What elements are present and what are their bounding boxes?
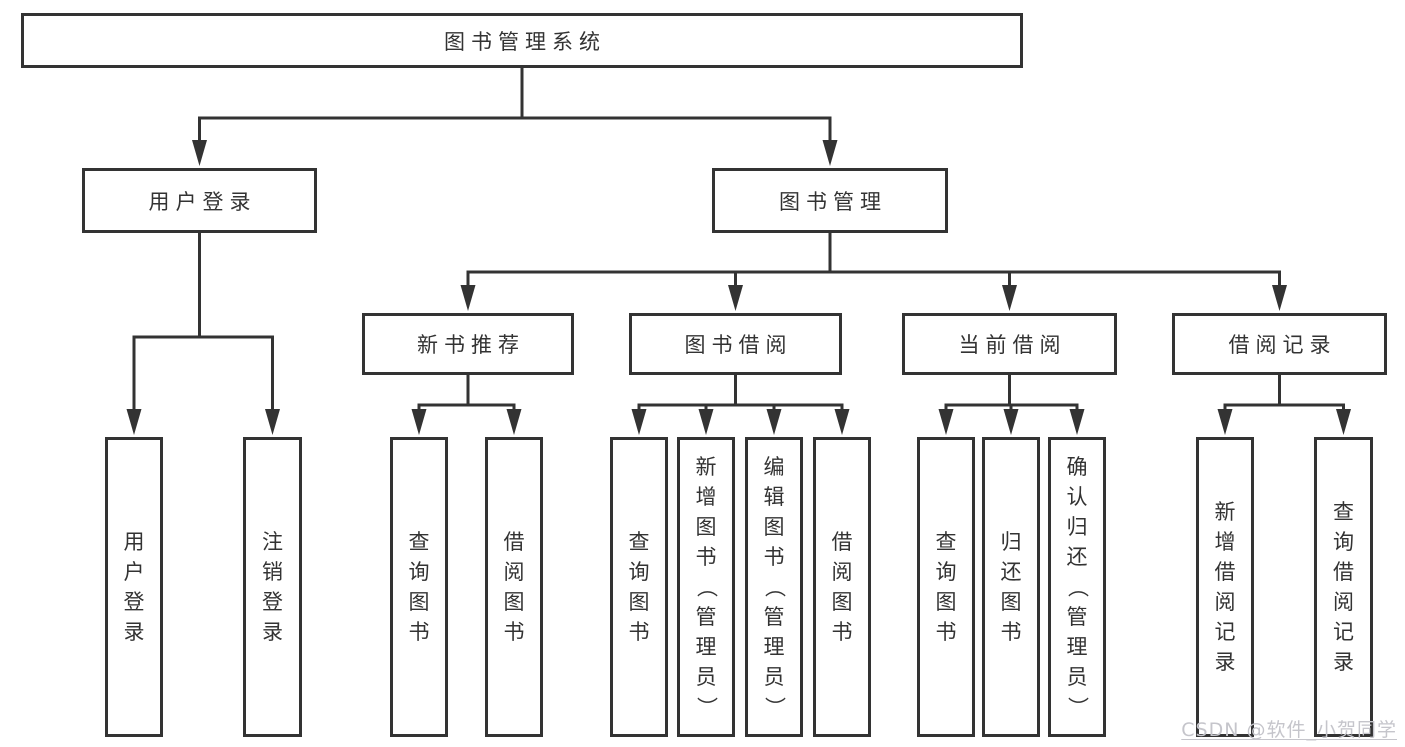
arrowhead-icon [938,409,954,435]
arrowhead-icon [1003,409,1019,435]
node-current-borrow: 当前借阅 [902,313,1117,375]
node-label-current-borrow: 当前借阅 [958,333,1067,357]
node-nb-search: 查询图书 [390,437,448,737]
node-label-bb-search: 查询图书 [628,530,650,644]
node-label-login: 用户登录 [123,530,145,644]
node-bb-search: 查询图书 [610,437,668,737]
node-br-add: 新增借阅记录 [1196,437,1254,737]
node-label-cb-confirm: 确认归还（管理员） [1065,455,1089,718]
arrowhead-icon [631,409,647,435]
node-label-borrow-records: 借阅记录 [1228,333,1337,357]
node-logout: 注销登录 [243,437,302,737]
arrowhead-icon [822,140,838,166]
node-label-bb-add: 新增图书（管理员） [694,455,718,718]
node-label-user-login: 用户登录 [148,189,257,214]
node-label-cb-search: 查询图书 [935,530,957,644]
arrowhead-icon [1217,409,1233,435]
node-cb-search: 查询图书 [917,437,975,737]
watermark: CSDN @软件_小贺同学 [1181,719,1397,741]
node-bb-borrow: 借阅图书 [813,437,871,737]
node-br-search: 查询借阅记录 [1314,437,1373,737]
node-book-mgmt: 图书管理 [712,168,948,233]
node-label-br-search: 查询借阅记录 [1333,500,1354,674]
node-label-cb-return: 归还图书 [1000,530,1022,644]
arrowhead-icon [834,409,850,435]
arrowhead-icon [766,409,782,435]
node-label-nb-borrow: 借阅图书 [503,530,525,644]
node-label-book-borrow: 图书借阅 [684,333,793,357]
node-label-book-mgmt: 图书管理 [779,189,887,214]
node-login: 用户登录 [105,437,163,737]
arrowhead-icon [265,409,280,435]
arrowhead-icon [506,409,522,435]
arrowhead-icon [1336,409,1351,435]
node-new-books: 新书推荐 [362,313,574,375]
node-label-nb-search: 查询图书 [408,530,430,644]
arrowhead-icon [1069,409,1085,435]
node-cb-return: 归还图书 [982,437,1040,737]
node-label-bb-edit: 编辑图书（管理员） [762,455,786,718]
arrowhead-icon [126,409,142,435]
node-borrow-records: 借阅记录 [1172,313,1387,375]
node-nb-borrow: 借阅图书 [485,437,543,737]
arrowhead-icon [698,409,714,435]
arrowhead-icon [728,285,743,311]
arrowhead-icon [460,285,476,311]
node-label-bb-borrow: 借阅图书 [831,530,853,644]
node-bb-edit: 编辑图书（管理员） [745,437,803,737]
node-user-login: 用户登录 [82,168,317,233]
node-label-root: 图书管理系统 [444,29,606,54]
node-root: 图书管理系统 [21,13,1023,68]
node-bb-add: 新增图书（管理员） [677,437,735,737]
node-label-br-add: 新增借阅记录 [1214,500,1236,674]
node-book-borrow: 图书借阅 [629,313,842,375]
arrowhead-icon [192,140,207,166]
node-label-new-books: 新书推荐 [417,333,525,357]
node-cb-confirm: 确认归还（管理员） [1048,437,1106,737]
node-label-logout: 注销登录 [262,530,283,644]
arrowhead-icon [411,409,427,435]
arrowhead-icon [1002,285,1017,311]
arrowhead-icon [1272,285,1287,311]
